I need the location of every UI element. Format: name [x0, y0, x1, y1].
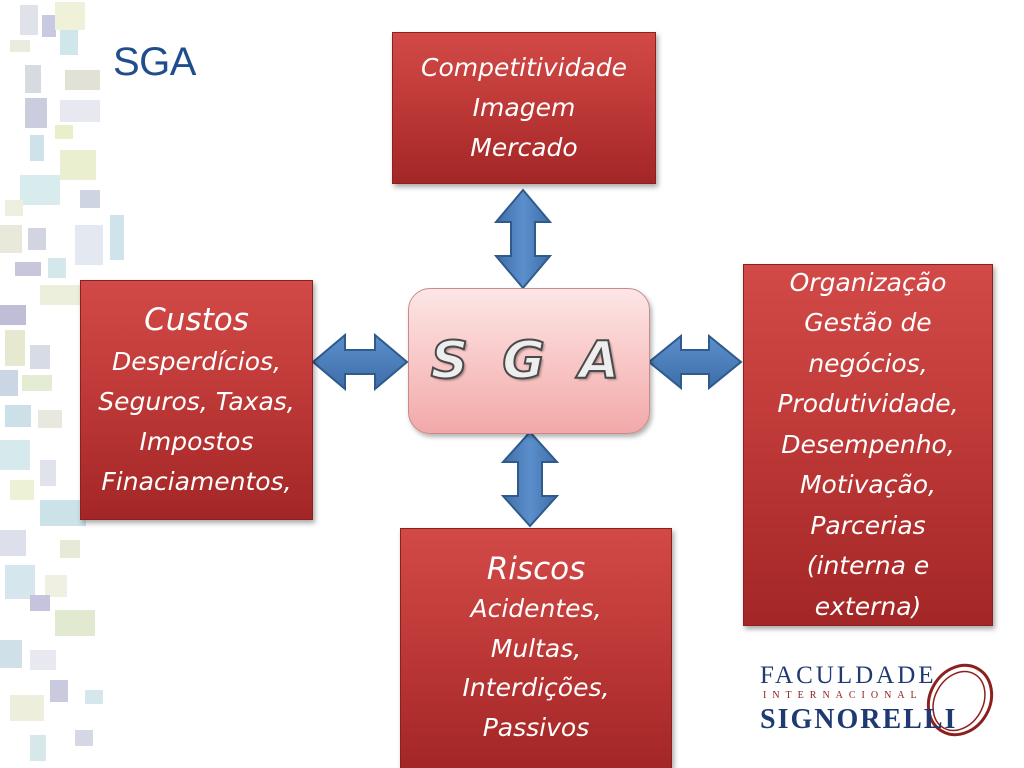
- arrow-bottom-double: [500, 430, 560, 528]
- box-line: negócios,: [808, 348, 928, 378]
- box-line: Interdições,: [462, 673, 610, 703]
- box-line: Organização: [789, 267, 947, 297]
- box-line: Imagem: [472, 93, 576, 122]
- arrow-left-double: [311, 332, 409, 392]
- box-line: Gestão de: [804, 308, 932, 338]
- box-line: Seguros, Taxas,: [98, 387, 295, 416]
- box-line: (interna e: [806, 551, 930, 581]
- center-label: S G A: [430, 330, 628, 392]
- logo-text-signorelli: SIGNORELLI: [760, 704, 958, 735]
- box-line: Parcerias: [810, 510, 926, 540]
- box-heading: Riscos: [486, 550, 586, 587]
- box-line: Impostos: [139, 427, 254, 456]
- faculdade-logo: FACULDADE INTERNACIONAL SIGNORELLI: [755, 660, 1005, 742]
- box-organizacao: Organização Gestão de negócios, Produtiv…: [743, 264, 993, 626]
- box-line: Multas,: [490, 633, 582, 663]
- box-line: Passivos: [482, 712, 590, 742]
- arrow-top-double: [493, 188, 553, 290]
- box-line: Produtividade,: [777, 389, 959, 419]
- box-line: Desempenho,: [781, 429, 955, 459]
- center-node-sga: S G A: [408, 288, 650, 434]
- box-line: Mercado: [470, 133, 578, 162]
- box-heading: Custos: [144, 302, 249, 338]
- arrow-right-double: [647, 333, 743, 391]
- decorative-mosaic: [0, 2, 124, 761]
- box-riscos: Riscos Acidentes, Multas, Interdições, P…: [400, 528, 672, 768]
- box-line: Desperdícios,: [112, 347, 281, 376]
- logo-ring-icon: [926, 663, 994, 737]
- box-custos: Custos Desperdícios, Seguros, Taxas, Imp…: [80, 280, 313, 520]
- box-line: Motivação,: [799, 470, 937, 500]
- logo-text-internacional: INTERNACIONAL: [763, 690, 923, 701]
- box-line: Competitividade: [420, 53, 628, 82]
- box-line: Finaciamentos,: [101, 467, 292, 496]
- box-competitividade: Competitividade Imagem Mercado: [392, 32, 656, 184]
- box-line: externa): [814, 591, 922, 621]
- slide-title: SGA: [113, 40, 196, 84]
- box-line: Acidentes,: [470, 594, 602, 624]
- logo-text-faculdade: FACULDADE: [760, 662, 937, 689]
